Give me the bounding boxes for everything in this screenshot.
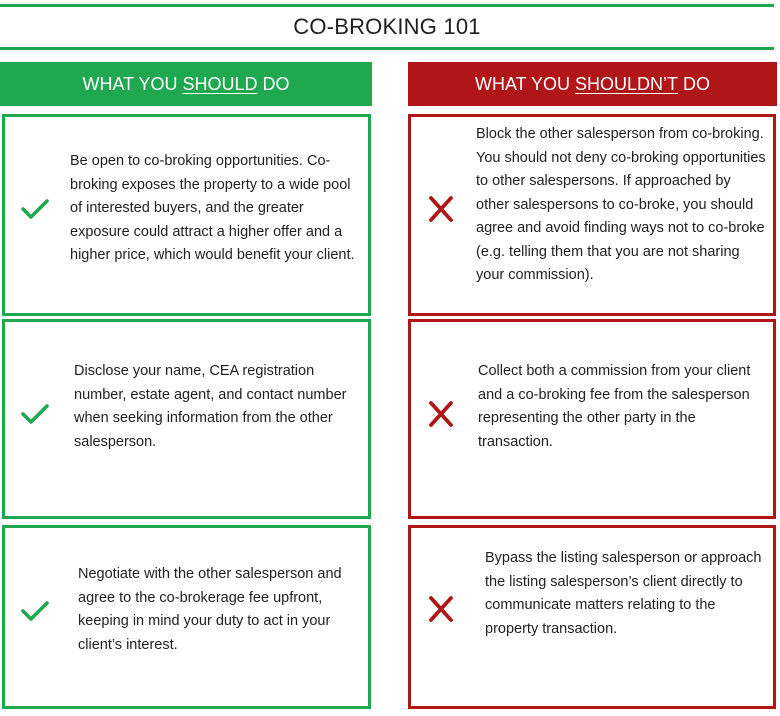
shouldnt-header: WHAT YOU SHOULDN’T DO bbox=[408, 62, 777, 106]
page-title: CO-BROKING 101 bbox=[293, 14, 481, 39]
should-header-pre: WHAT YOU bbox=[82, 73, 183, 94]
should-header: WHAT YOU SHOULD DO bbox=[0, 62, 372, 106]
shouldnt-card-2: Collect both a commission from your clie… bbox=[408, 319, 776, 519]
check-icon bbox=[21, 404, 49, 424]
should-text-1: Be open to co-broking opportunities. Co-… bbox=[70, 153, 355, 263]
should-card-2: Disclose your name, CEA registration num… bbox=[2, 319, 371, 519]
shouldnt-text-1: Block the other salesperson from co-brok… bbox=[476, 126, 766, 283]
cross-icon bbox=[429, 596, 453, 622]
cross-icon bbox=[429, 196, 453, 222]
should-header-post: DO bbox=[257, 73, 290, 94]
should-header-emphasis: SHOULD bbox=[182, 73, 258, 94]
shouldnt-header-pre: WHAT YOU bbox=[474, 73, 575, 94]
should-card-1: Be open to co-broking opportunities. Co-… bbox=[2, 114, 371, 316]
should-card-3: Negotiate with the other salesperson and… bbox=[2, 525, 371, 709]
shouldnt-card-3: Bypass the listing salesperson or approa… bbox=[408, 525, 776, 709]
cross-icon bbox=[429, 401, 453, 427]
shouldnt-text-3: Bypass the listing salesperson or approa… bbox=[485, 550, 762, 637]
shouldnt-card-1: Block the other salesperson from co-brok… bbox=[408, 114, 776, 316]
should-text-2: Disclose your name, CEA registration num… bbox=[74, 363, 347, 450]
shouldnt-header-emphasis: SHOULDN’T bbox=[574, 73, 678, 94]
should-text-3: Negotiate with the other salesperson and… bbox=[78, 566, 342, 653]
check-icon bbox=[21, 199, 49, 219]
shouldnt-text-2: Collect both a commission from your clie… bbox=[478, 363, 751, 450]
check-icon bbox=[21, 601, 49, 621]
title-bar: CO-BROKING 101 bbox=[0, 4, 774, 50]
shouldnt-header-post: DO bbox=[678, 73, 711, 94]
